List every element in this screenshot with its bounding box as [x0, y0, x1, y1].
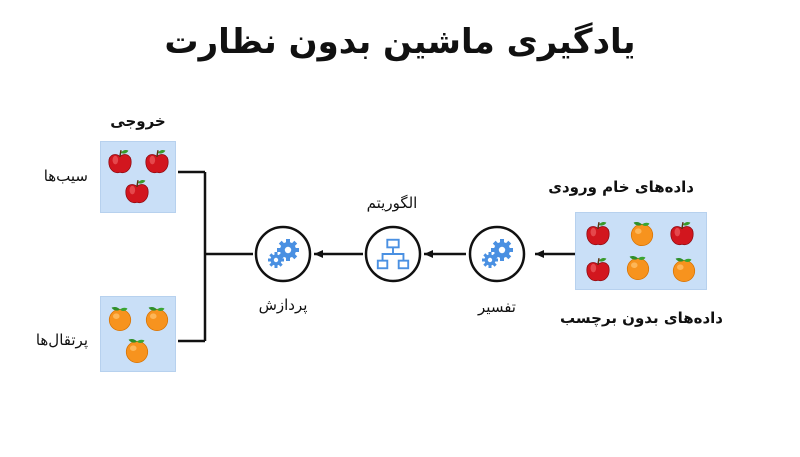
unlabeled-data-label: داده‌های بدون برچسب: [560, 309, 723, 327]
algorithm-node: [364, 225, 422, 283]
apple-icon: [106, 148, 134, 176]
orange-icon: [624, 254, 652, 282]
interpret-label: تفسیر: [478, 298, 516, 316]
apples-label: سیب‌ها: [43, 167, 88, 185]
output-heading: خروجی: [110, 112, 166, 130]
orange-icon: [106, 305, 134, 333]
orange-icon: [143, 305, 171, 333]
orange-icon: [628, 220, 656, 248]
apple-icon: [668, 220, 696, 248]
apples-output-box: [100, 141, 176, 213]
process-label: پردازش: [258, 296, 308, 314]
interpret-node: [468, 225, 526, 283]
algorithm-label: الگوریتم: [366, 194, 418, 212]
input-data-box: [575, 212, 707, 290]
orange-icon: [123, 337, 151, 365]
raw-input-label: داده‌های خام ورودی: [548, 178, 694, 196]
oranges-output-box: [100, 296, 176, 372]
apple-icon: [123, 178, 151, 206]
apple-icon: [143, 148, 171, 176]
diagram-title: یادگیری ماشین بدون نظارت: [164, 22, 636, 62]
apple-icon: [584, 220, 612, 248]
process-node: [254, 225, 312, 283]
orange-icon: [670, 256, 698, 284]
apple-icon: [584, 256, 612, 284]
oranges-label: پرتقال‌ها: [35, 331, 88, 349]
